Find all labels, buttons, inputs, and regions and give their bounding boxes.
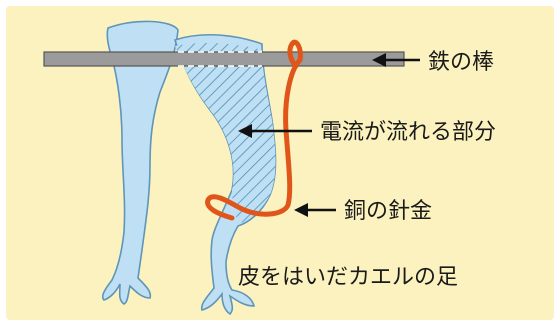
copper-wire-arrow: [294, 203, 336, 217]
current-carrying-area: [175, 43, 276, 224]
iron-rod: [44, 52, 404, 66]
copper-wire-label: 銅の針金: [344, 199, 432, 224]
current-part-label: 電流が流れる部分: [320, 120, 496, 145]
iron-rod-label: 鉄の棒: [428, 50, 494, 75]
current-part-arrow: [238, 124, 312, 138]
frog-legs-label: 皮をはいだカエルの足: [238, 265, 458, 290]
